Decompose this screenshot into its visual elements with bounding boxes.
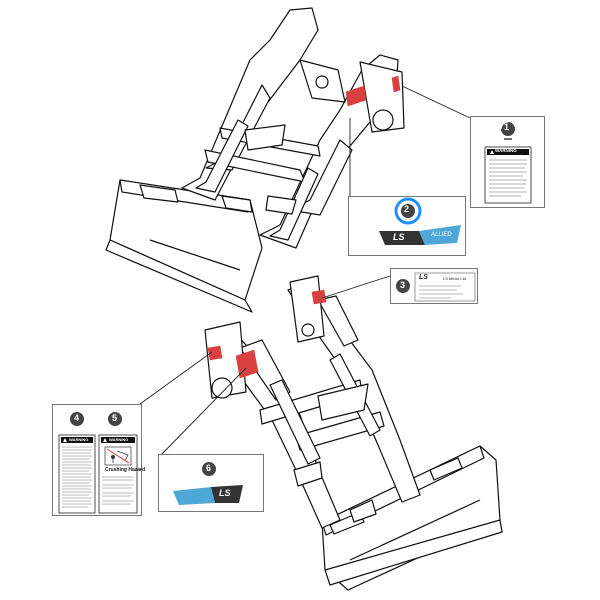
crushing-hazard-icon xyxy=(104,446,132,466)
callout-5-number: 5 xyxy=(112,413,118,423)
callout-2-ls-text: LS xyxy=(393,232,405,242)
leader-3 xyxy=(321,275,391,299)
callout-4-warning-text: WARNING xyxy=(69,437,89,442)
callout-3-company-text: LS Mtron Ltd. xyxy=(443,276,468,281)
callout-3-number: 3 xyxy=(400,280,406,290)
callout-2-highlight-ring xyxy=(394,197,422,225)
callout-1-number: 1 xyxy=(504,122,510,132)
callout-1-warning-text: WARNING xyxy=(495,148,517,153)
callout-2-graphic xyxy=(379,197,461,245)
callout-3-graphic xyxy=(396,272,476,302)
callout-4-5-graphic xyxy=(58,412,138,514)
callout-6-graphic xyxy=(173,462,243,505)
lower-loader-drawing xyxy=(204,275,503,591)
leader-6 xyxy=(159,367,247,457)
callout-1-graphic xyxy=(484,121,532,204)
callout-2-ls-allied-decal: 2 LS ALLIED xyxy=(348,196,466,256)
callout-6-number: 6 xyxy=(206,463,212,473)
callout-3-ls-text: LS xyxy=(419,274,428,281)
callout-6-ls-decal: 6 LS xyxy=(158,454,264,512)
leader-4 xyxy=(139,351,213,405)
warning-triangle-icon xyxy=(63,438,67,442)
leader-1 xyxy=(401,85,471,119)
callout-3-ls-mtron-plate: 3 LS LS Mtron Ltd. xyxy=(390,268,478,304)
callout-2-number: 2 xyxy=(404,204,410,214)
upper-loader-drawing xyxy=(105,7,405,313)
callout-1-warning-decal: 1 WARNING xyxy=(470,116,545,208)
callout-4-number: 4 xyxy=(74,413,80,423)
callout-6-ls-text: LS xyxy=(219,488,231,498)
callout-4-5-warning-decals: 4 5 WARNING WARNING Crushing Hazard xyxy=(52,404,146,516)
callout-5-hazard-text: Crushing Hazard xyxy=(105,467,146,473)
callout-2-allied-text: ALLIED xyxy=(431,232,452,238)
callout-5-warning-text: WARNING xyxy=(109,437,129,442)
leader-lines xyxy=(139,85,471,457)
